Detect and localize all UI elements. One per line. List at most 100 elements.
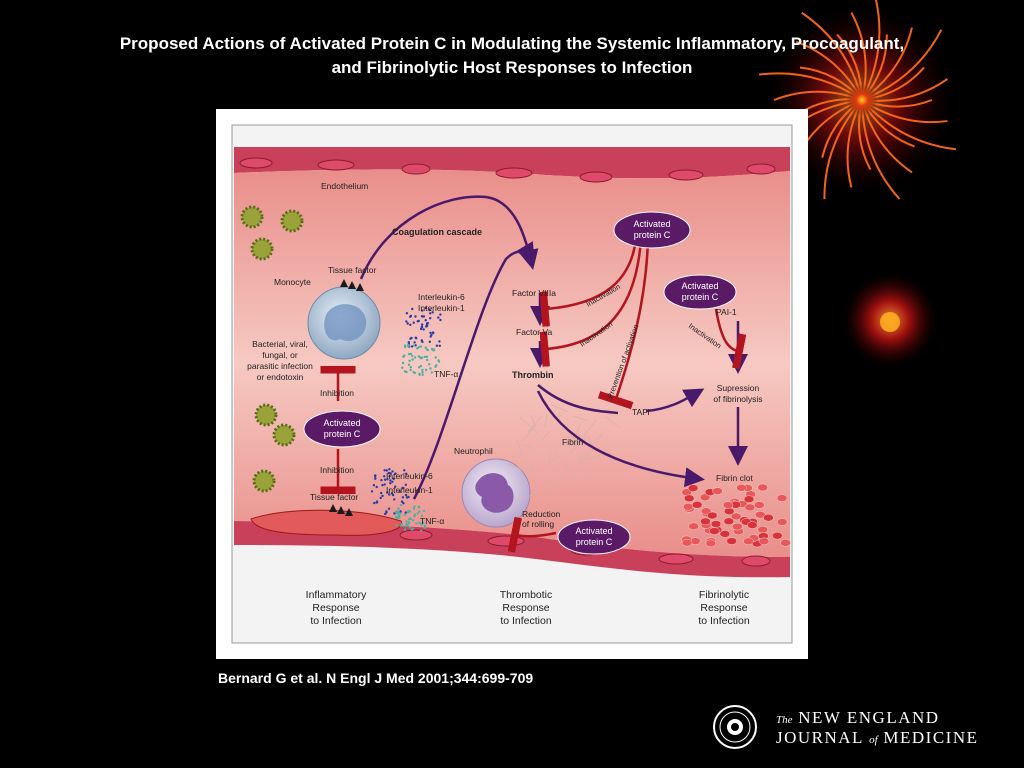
apc-right-line2: protein C [682, 292, 719, 302]
label-infection-line3: parasitic infection [247, 361, 313, 371]
label-coagulation-cascade: Coagulation cascade [392, 227, 482, 237]
cytokine-dot [435, 344, 439, 347]
cytokine-dot [412, 519, 415, 522]
cytokine-dot [412, 507, 416, 510]
cytokine-dot [404, 511, 407, 514]
cytokine-dot [420, 523, 423, 526]
red-blood-cell [709, 527, 720, 535]
cytokine-dot [381, 484, 384, 487]
cytokine-dot [418, 373, 421, 376]
fibrin-strand [577, 447, 595, 467]
apc-bottom-line1: Activated [575, 526, 612, 536]
cytokine-dot [425, 355, 428, 358]
label-interleukin6-top: Interleukin-6 [418, 292, 465, 302]
cytokine-dot [413, 341, 416, 344]
label-endothelium: Endothelium [321, 181, 368, 191]
fibrin-strand [516, 439, 523, 457]
fibrin-strand [576, 450, 589, 462]
label-infection-line4: or endotoxin [257, 372, 304, 382]
cytokine-dot [421, 368, 424, 372]
cytokine-dot [422, 521, 425, 525]
fibrin-strand [584, 471, 590, 480]
red-blood-cell [726, 537, 737, 545]
arrow-thrombin-to-tafi [537, 384, 619, 415]
activated-protein-c-diagram: Activated protein C Activated protein C … [231, 124, 793, 644]
label-suppression-line2: of fibrinolysis [713, 394, 762, 404]
fibrin-strand [519, 416, 539, 435]
cytokine-dot [407, 522, 411, 525]
label-thrombin: Thrombin [512, 370, 554, 380]
red-blood-cell [719, 530, 731, 538]
monocyte-cell [307, 286, 381, 360]
cytokine-dot [394, 485, 397, 488]
cytokine-dot [420, 529, 423, 533]
cytokine-dot [397, 515, 400, 518]
label-monocyte: Monocyte [274, 277, 311, 287]
cytokine-dot [408, 518, 411, 521]
cytokine-dot [389, 479, 392, 482]
cytokine-dot [405, 370, 408, 374]
cytokine-dot [421, 323, 424, 326]
cytokine-dot [383, 469, 386, 472]
cytokine-dot [405, 520, 408, 523]
label-fibrin: Fibrin [562, 437, 584, 447]
cytokine-dot [403, 345, 407, 349]
cytokine-dot [404, 483, 407, 486]
inhibition-lines-red [320, 238, 747, 553]
label-infection-line2: fungal, or [262, 350, 298, 360]
label-interleukin1-top: Interleukin-1 [418, 303, 465, 313]
fibrin-strand [596, 432, 604, 440]
inhibit-apc-to-neutrophil [507, 516, 557, 553]
cytokine-dot [434, 356, 437, 359]
label-inhibition-bottom: Inhibition [320, 465, 354, 475]
cytokine-dot [414, 315, 417, 318]
cytokine-dot [429, 317, 432, 320]
label-fibrin-clot: Fibrin clot [716, 473, 753, 483]
cytokine-dot [431, 311, 434, 314]
label-factor-va: Factor Va [516, 327, 552, 337]
cytokine-dot [432, 349, 435, 352]
journal-name-part2: JOURNAL [776, 728, 864, 747]
cytokine-dot [410, 528, 413, 531]
cytokine-dot [401, 486, 404, 490]
fibrin-strand [523, 443, 535, 450]
red-blood-cell [758, 537, 770, 546]
label-interleukin1-bottom: Interleukin-1 [386, 485, 433, 495]
cytokine-dot [403, 513, 407, 517]
cytokine-dot [416, 512, 419, 515]
footer-left-line1: Inflammatory [306, 589, 367, 601]
fibrin-strand [568, 436, 587, 455]
cytokine-dot [395, 516, 399, 520]
cytokine-dot [409, 366, 412, 369]
cytokine-dot [375, 485, 378, 489]
cytokine-dot [391, 493, 395, 497]
cytokine-dot [386, 478, 389, 481]
cytokine-dot [414, 336, 417, 339]
cytokine-dot [387, 471, 390, 475]
citation: Bernard G et al. N Engl J Med 2001;344:6… [218, 670, 534, 686]
arrows-purple [359, 195, 748, 500]
red-blood-cell [722, 501, 734, 509]
cytokine-dot [423, 526, 426, 529]
activated-endothelial-cell [250, 509, 402, 536]
cytokine-dot [393, 498, 396, 501]
cytokine-dot [418, 366, 421, 369]
label-pai1: PAI-1 [716, 307, 737, 317]
fibrin-strand [565, 465, 575, 482]
cytokine-dot [411, 354, 414, 357]
cytokine-dot [395, 524, 398, 527]
fibrin-strand [527, 415, 543, 433]
red-blood-cell [682, 503, 694, 511]
fibrin-strand [521, 424, 537, 442]
red-blood-cell [757, 525, 768, 534]
fibrin-strand [531, 463, 533, 476]
pathogen-cluster-bottom [252, 403, 296, 493]
journal-logo: The NEW ENGLAND JOURNAL of MEDICINE [712, 704, 1012, 754]
red-blood-cell [743, 495, 755, 503]
cytokine-dot [406, 322, 409, 325]
cytokine-dot [413, 356, 417, 359]
footer-right-line1: Fibrinolytic [699, 589, 749, 601]
cytokine-dot [375, 500, 379, 503]
apc-left-line2: protein C [324, 429, 361, 439]
fibrin-strand [572, 415, 588, 421]
